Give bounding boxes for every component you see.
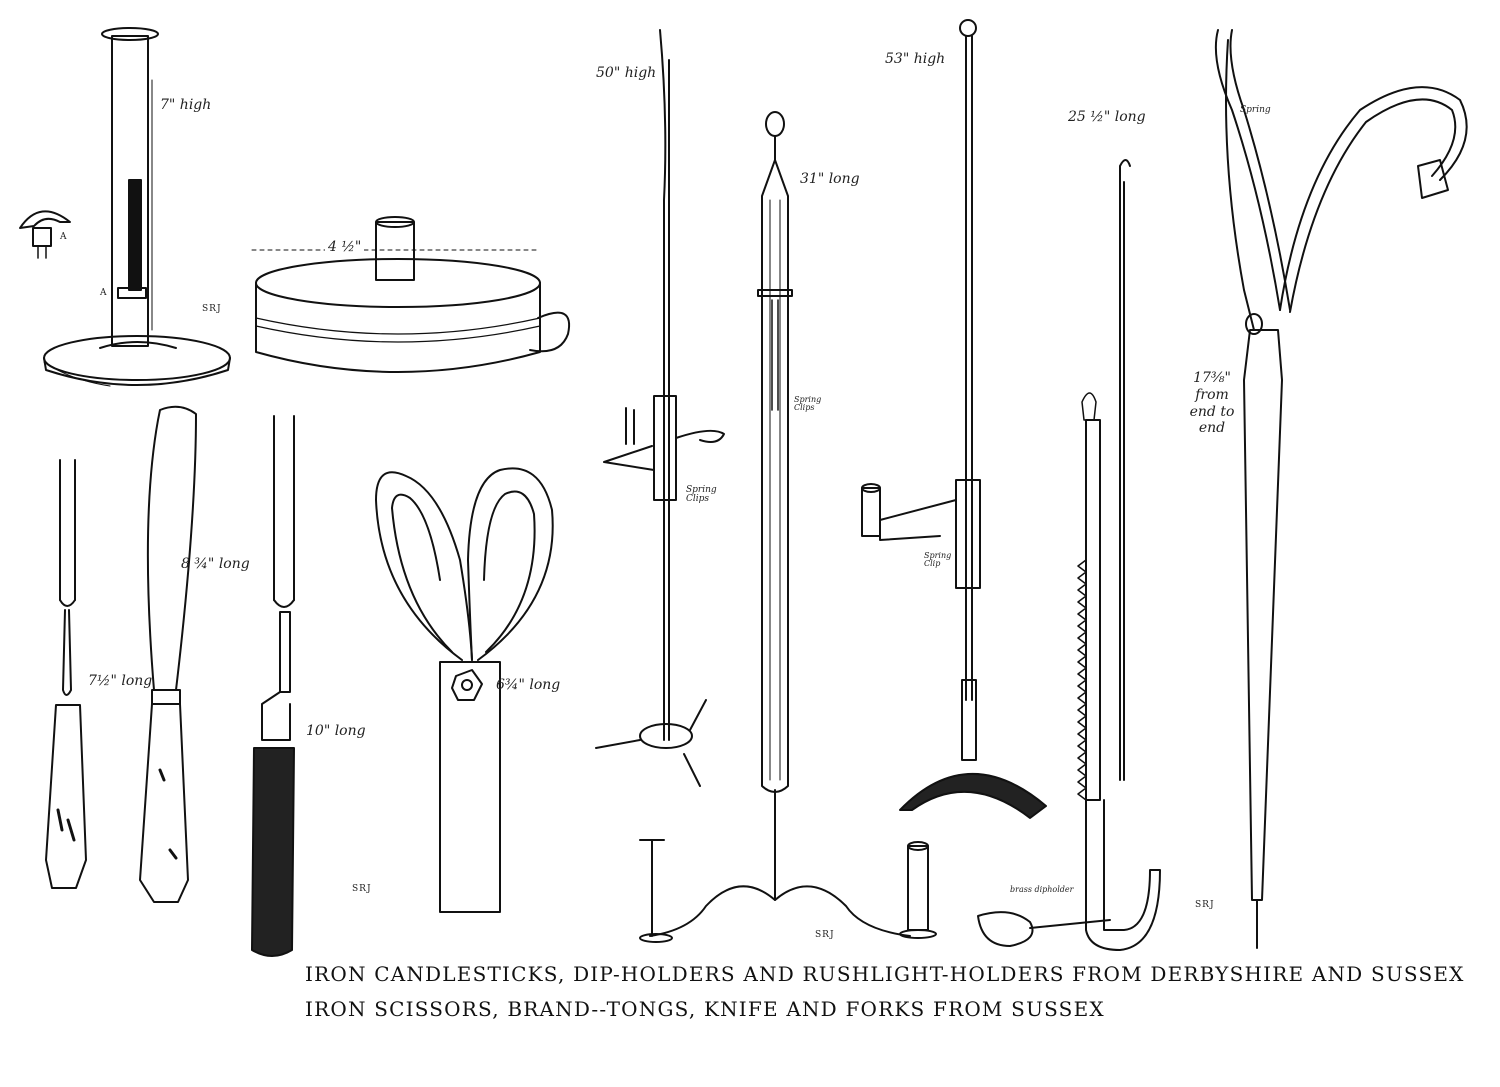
dip-holder-clips-label: Spring Clips	[794, 395, 822, 412]
artist-monogram: SRJ	[202, 304, 222, 314]
fork-small	[45, 459, 87, 889]
rushlight-mid-clip-label: Spring Clip	[924, 551, 952, 568]
knife	[139, 405, 197, 903]
candlestick-marker-label: A	[100, 288, 108, 298]
tongs-length-label: 17⅜" from end to end	[1189, 370, 1235, 437]
knife-length-label: 8 ¾" long	[181, 556, 250, 572]
rushlight-mid-height-label: 53" high	[885, 51, 946, 67]
candlestick-height-label: 7" high	[160, 97, 212, 113]
dip-holder-length-label: 31" long	[800, 171, 860, 187]
rushlight-left-height-label: 50" high	[596, 65, 657, 81]
artist-monogram: SRJ	[1195, 900, 1215, 910]
rushlight-holder-50	[595, 29, 725, 787]
brand-tongs	[1214, 29, 1468, 949]
candlestick-detail-label: A	[60, 232, 68, 242]
fork-large	[251, 415, 295, 957]
tinder-box-width-label: 4 ½"	[325, 240, 365, 254]
tongs-spring-label: Spring	[1240, 105, 1271, 115]
plate-caption-line-1: IRON CANDLESTICKS, DIP-HOLDERS AND RUSHL…	[305, 962, 1465, 986]
pot-hook-25	[977, 159, 1161, 951]
scissors	[375, 467, 554, 913]
artist-monogram: SRJ	[815, 930, 835, 940]
rushlight-holder-53	[861, 19, 1047, 819]
candlestick-detail-a	[19, 210, 71, 259]
pot-hook-dipholder-label: brass dipholder	[1010, 885, 1074, 894]
scissors-length-label: 6¾" long	[496, 677, 561, 693]
fork-large-length-label: 10" long	[306, 723, 366, 739]
dip-holder-31	[639, 111, 937, 943]
candlestick	[43, 27, 231, 387]
tinder-box	[251, 216, 571, 373]
artist-monogram: SRJ	[352, 884, 372, 894]
pot-hook-length-label: 25 ½" long	[1068, 109, 1146, 125]
rushlight-left-clips-label: Spring Clips	[686, 485, 717, 504]
plate-caption-line-2: IRON SCISSORS, BRAND--TONGS, KNIFE AND F…	[305, 997, 1105, 1021]
fork-small-length-label: 7½" long	[88, 673, 153, 689]
